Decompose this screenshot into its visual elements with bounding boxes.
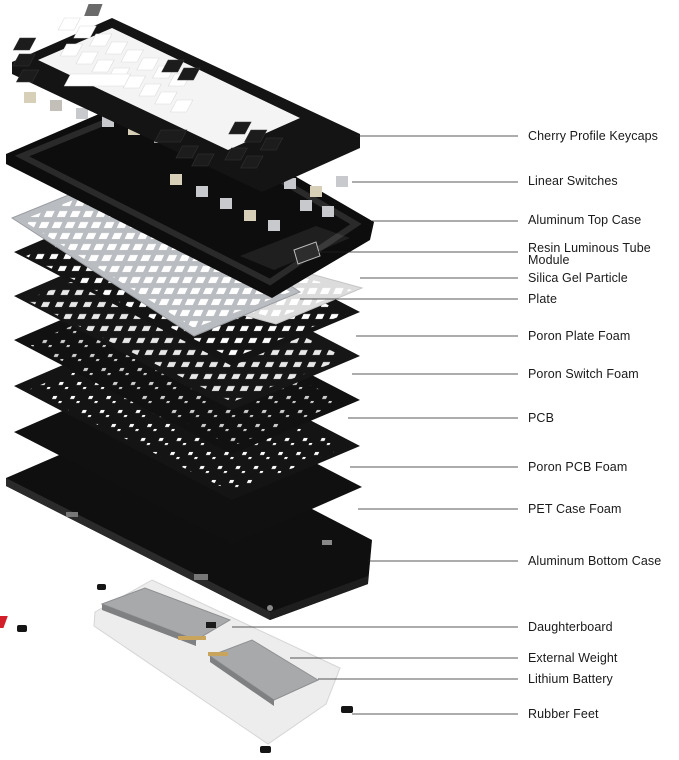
lithium-battery-part [208,639,320,701]
daughterboard-part [0,616,8,628]
label-resin-luminous-tube: Resin Luminous Tube Module [528,241,651,267]
rubber-feet-part [17,584,353,753]
resin-tube-part [293,241,321,265]
label-aluminum-top-case: Aluminum Top Case [528,213,642,227]
label-poron-plate-foam: Poron Plate Foam [528,329,631,343]
label-plate: Plate [528,292,557,306]
label-lithium-battery: Lithium Battery [528,672,613,686]
label-keycaps: Cherry Profile Keycaps [528,129,659,143]
label-external-weight: External Weight [528,651,618,665]
label-silica-gel-particle: Silica Gel Particle [528,271,628,285]
label-rubber-feet: Rubber Feet [528,707,599,721]
label-pcb: PCB [528,411,555,425]
label-aluminum-bottom-case: Aluminum Bottom Case [528,554,662,568]
label-linear-switches: Linear Switches [528,174,618,188]
label-poron-pcb-foam: Poron PCB Foam [528,460,628,474]
leader-lines [232,135,518,715]
external-weight-part [100,587,232,641]
label-poron-switch-foam: Poron Switch Foam [528,367,639,381]
weight-battery-assembly [0,579,341,745]
label-pet-case-foam: PET Case Foam [528,502,622,516]
label-daughterboard: Daughterboard [528,620,613,634]
keycaps-part [12,4,360,192]
